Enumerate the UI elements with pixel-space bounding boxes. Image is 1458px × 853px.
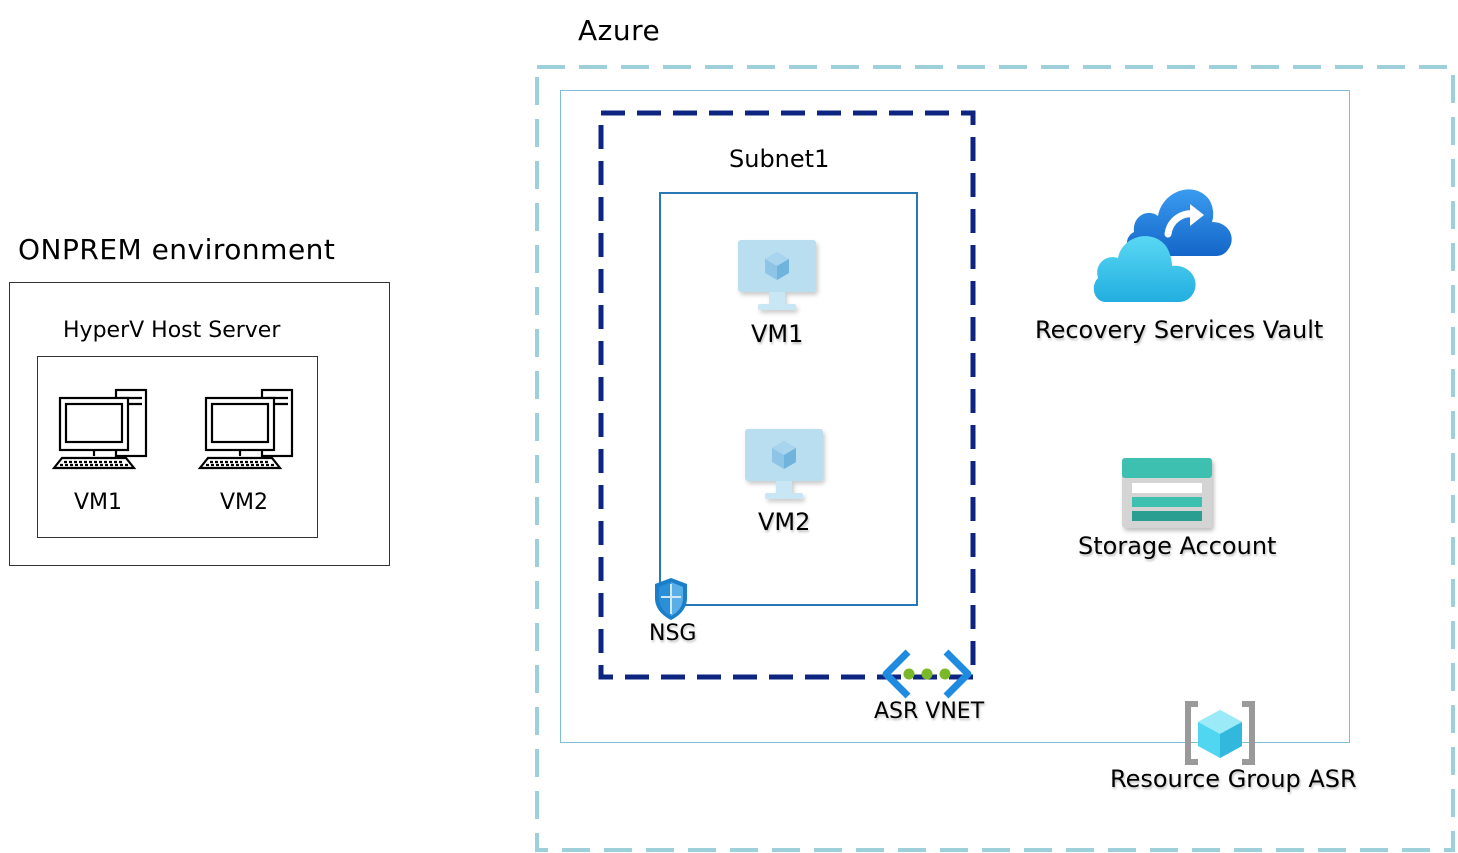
- subnet-title: Subnet1: [729, 145, 830, 173]
- onprem-title: ONPREM environment: [18, 233, 336, 266]
- azure-vm2-label: VM2: [758, 508, 811, 536]
- resource-group-label: Resource Group ASR: [1110, 765, 1357, 793]
- azure-title: Azure: [578, 14, 661, 47]
- nsg-label: NSG: [649, 621, 697, 646]
- virtual-machine-icon: [745, 429, 823, 499]
- hyperv-host-title: HyperV Host Server: [63, 318, 281, 343]
- vnet-label: ASR VNET: [874, 699, 985, 724]
- hyperv-host-box: [37, 356, 318, 538]
- subnet-box: [659, 192, 918, 606]
- resource-group-icon: [1185, 701, 1255, 765]
- onprem-vm2-label: VM2: [220, 490, 269, 515]
- onprem-vm1-label: VM1: [74, 490, 123, 515]
- resource-group-box: [560, 90, 1350, 743]
- vault-label: Recovery Services Vault: [1035, 316, 1324, 344]
- virtual-network-icon: [882, 649, 972, 699]
- desktop-computer-icon: [197, 388, 294, 470]
- storage-label: Storage Account: [1078, 532, 1277, 560]
- recovery-services-vault-icon: [1093, 189, 1232, 302]
- network-security-group-shield-icon: [655, 578, 687, 620]
- onprem-environment-box: [9, 282, 390, 566]
- storage-account-icon: [1122, 458, 1212, 528]
- desktop-computer-icon: [51, 388, 148, 470]
- virtual-machine-icon: [738, 240, 816, 310]
- azure-vm1-label: VM1: [751, 320, 804, 348]
